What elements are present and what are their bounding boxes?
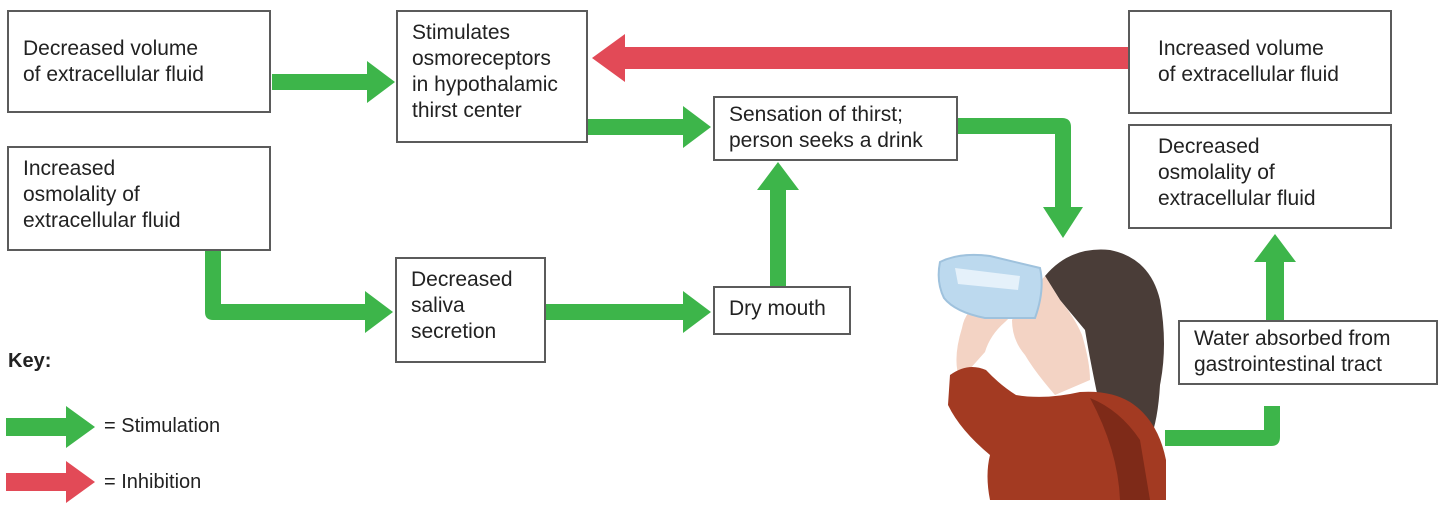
thirst-sensation-box: Sensation of thirst; person seeks a drin… [713, 96, 958, 161]
dry-mouth-box: Dry mouth [713, 286, 851, 335]
increased-osmolality-box: Increased osmolality of extracellular fl… [7, 146, 271, 251]
key-title: Key: [8, 350, 52, 372]
water-absorbed-box: Water absorbed from gastrointestinal tra… [1178, 320, 1438, 385]
increased-volume-box: Increased volume of extracellular fluid [1128, 10, 1392, 114]
decreased-saliva-box: Decreased saliva secretion [395, 257, 546, 363]
arrow-dry-mouth-to-thirst [757, 162, 799, 286]
person-drinking-illustration [937, 249, 1166, 500]
arrow-thirst-to-drink [958, 118, 1083, 238]
arrow-osmoreceptors-to-thirst [588, 106, 711, 148]
key-inhibition-label: = Inhibition [104, 471, 202, 493]
arrow-inhibition-volume-to-osmoreceptors [592, 34, 1128, 82]
arrow-drink-to-water [1165, 406, 1280, 446]
stimulates-osmoreceptors-box: Stimulates osmoreceptors in hypothalamic… [396, 10, 588, 143]
key-stimulation-label: = Stimulation [104, 415, 221, 437]
key-stimulation-arrow [6, 406, 95, 448]
arrow-water-to-osmolality [1254, 234, 1296, 320]
arrow-osmolality-to-saliva [205, 250, 393, 333]
key-inhibition-arrow [6, 461, 95, 503]
arrow-volume-to-osmoreceptors [272, 61, 395, 103]
decreased-volume-box: Decreased volume of extracellular fluid [7, 10, 271, 113]
arrow-saliva-to-dry-mouth [546, 291, 711, 333]
decreased-osmolality-box: Decreased osmolality of extracellular fl… [1128, 124, 1392, 229]
